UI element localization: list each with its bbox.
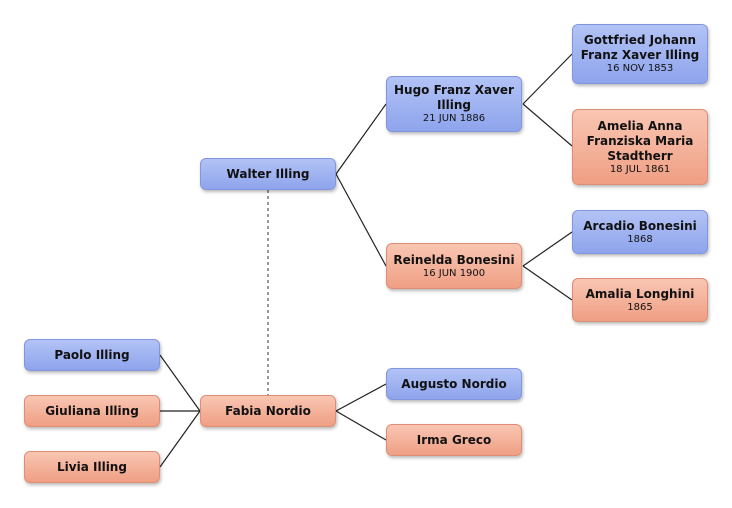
person-name: Livia Illing [57,459,127,474]
person-name: Hugo Franz Xaver Illing [394,83,514,112]
connector-walter-mother [335,173,387,267]
person-name: Paolo Illing [54,347,130,362]
person-hugo-illing[interactable]: Hugo Franz Xaver Illing 21 JUN 1886 [386,76,522,132]
connector-hugo-father [522,53,573,105]
person-reinelda-bonesini[interactable]: Reinelda Bonesini 16 JUN 1900 [386,243,522,289]
person-name: Amalia Longhini [585,286,695,301]
person-walter-illing[interactable]: Walter Illing [200,158,336,190]
connector-walter-father [335,103,387,175]
connector-paolo [159,354,201,412]
person-name: Walter Illing [226,166,310,181]
person-name: Reinelda Bonesini [393,252,515,267]
connector-fabia-father [335,383,387,412]
person-name: Arcadio Bonesini [583,218,697,233]
connector-livia [159,410,201,468]
person-name: Fabia Nordio [225,403,311,418]
person-name: Gottfried Johann Franz Xaver Illing [580,33,700,62]
person-fabia-nordio[interactable]: Fabia Nordio [200,395,336,427]
person-gottfried-illing[interactable]: Gottfried Johann Franz Xaver Illing 16 N… [572,24,708,84]
person-name: Irma Greco [416,432,492,447]
person-giuliana-illing[interactable]: Giuliana Illing [24,395,160,427]
person-paolo-illing[interactable]: Paolo Illing [24,339,160,371]
person-birth-date: 16 NOV 1853 [606,63,674,74]
person-birth-date: 16 JUN 1900 [422,267,486,279]
person-birth-date: 21 JUN 1886 [422,113,486,124]
person-irma-greco[interactable]: Irma Greco [386,424,522,456]
person-livia-illing[interactable]: Livia Illing [24,451,160,483]
connector-fabia-mother [335,410,387,441]
person-name: Augusto Nordio [401,376,507,391]
person-name: Giuliana Illing [45,403,139,418]
connector-reinelda-mother [522,265,573,301]
person-amelia-stadtherr[interactable]: Amelia Anna Franziska Maria Stadtherr 18… [572,109,708,185]
person-arcadio-bonesini[interactable]: Arcadio Bonesini 1868 [572,210,708,254]
person-birth-date: 18 JUL 1861 [609,163,671,175]
person-augusto-nordio[interactable]: Augusto Nordio [386,368,522,400]
connector-reinelda-father [522,231,573,267]
person-name: Amelia Anna Franziska Maria Stadtherr [586,118,694,163]
connector-hugo-mother [522,103,573,147]
person-amalia-longhini[interactable]: Amalia Longhini 1865 [572,278,708,322]
person-birth-date: 1868 [627,233,653,245]
person-birth-date: 1865 [627,301,653,313]
